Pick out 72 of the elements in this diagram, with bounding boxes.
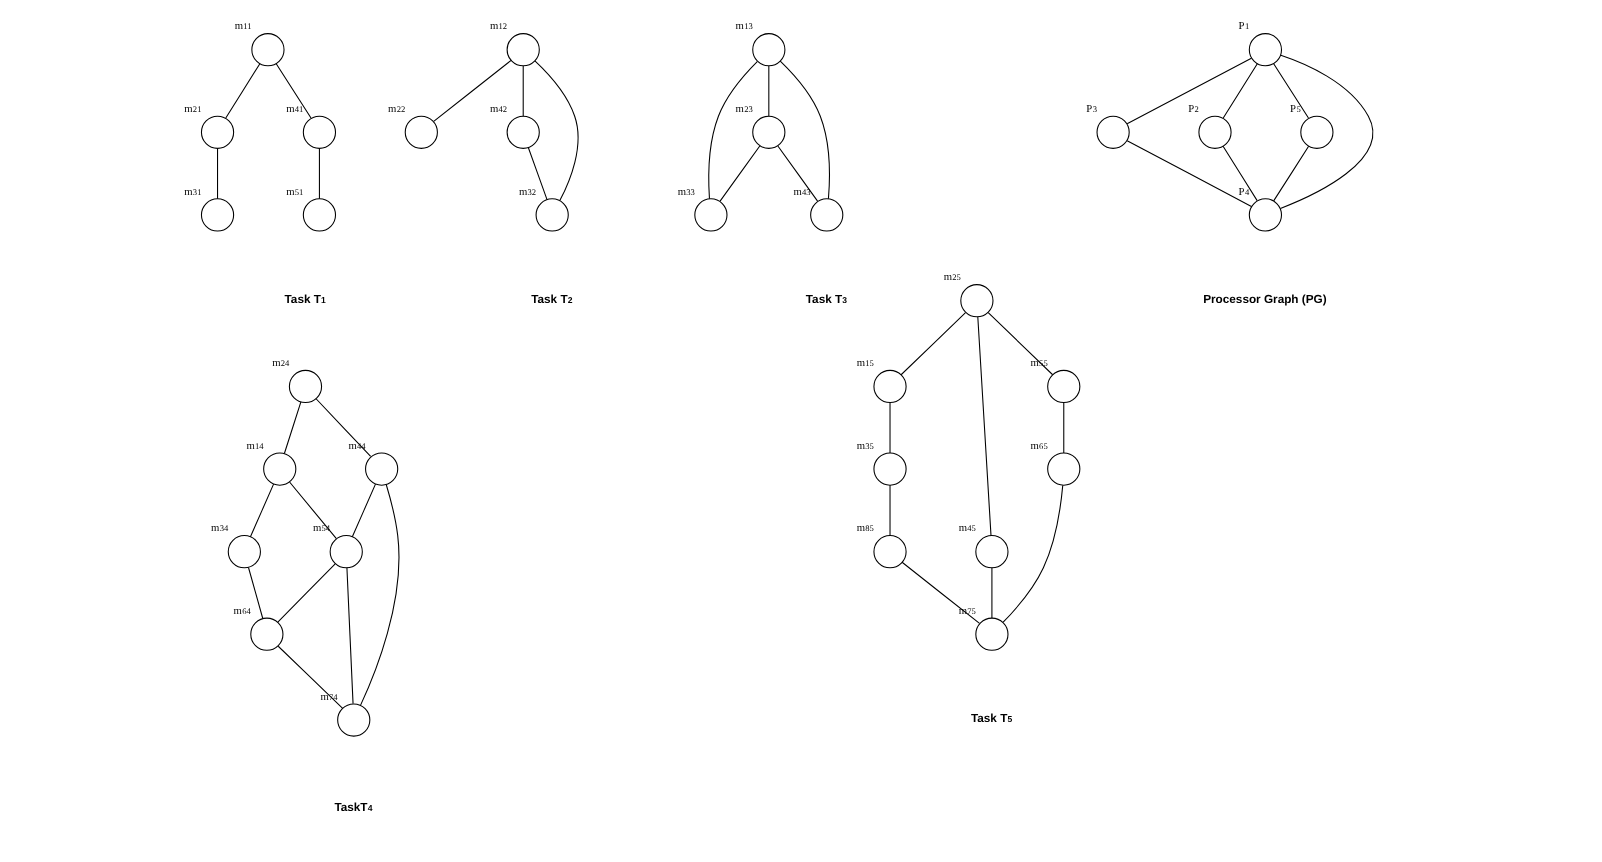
connector [1222, 63, 1258, 119]
node-circle [1300, 115, 1334, 149]
connector [289, 481, 337, 540]
connector [249, 483, 275, 538]
connector [247, 566, 264, 620]
connector [283, 401, 302, 454]
connector [1126, 140, 1252, 207]
connector [346, 567, 354, 705]
connector [987, 312, 1054, 376]
connector [900, 312, 967, 376]
connector [777, 145, 819, 202]
node-circle [975, 535, 1009, 569]
node-circle [200, 115, 235, 149]
node-circle [302, 115, 337, 149]
connector [779, 60, 830, 200]
connector [889, 484, 891, 537]
connector [534, 60, 579, 202]
node-circle [227, 535, 261, 569]
node-circle [873, 535, 907, 569]
node-circle [1248, 33, 1283, 67]
connector [277, 645, 344, 709]
connector [275, 63, 312, 119]
connector [1279, 54, 1374, 209]
node-circle [506, 115, 540, 149]
node-circle [506, 33, 540, 67]
node-circle [960, 284, 994, 318]
node-circle [810, 198, 844, 232]
connector [719, 145, 761, 202]
connector [359, 483, 400, 706]
connector [351, 483, 376, 538]
node-circle [302, 198, 337, 232]
node-circle [1047, 452, 1081, 486]
connector [433, 59, 512, 122]
node-circle [337, 703, 371, 737]
node-circle [694, 198, 728, 232]
node-circle [873, 369, 907, 404]
node-circle [535, 198, 569, 232]
node-circle [975, 617, 1009, 651]
node-circle [873, 452, 907, 486]
node-circle [250, 617, 284, 651]
connector [708, 61, 758, 200]
node-circle [251, 33, 285, 67]
connector [217, 147, 219, 200]
node-circle [752, 33, 786, 67]
connector [1002, 484, 1064, 623]
connector [225, 63, 261, 119]
connector [1273, 145, 1310, 202]
connector [522, 65, 524, 117]
connector [527, 147, 548, 201]
connector [1222, 145, 1258, 202]
node-circle [1198, 115, 1232, 149]
node-circle [1047, 369, 1081, 404]
node-circle [200, 198, 235, 232]
connector [1273, 63, 1309, 119]
connector [1063, 402, 1065, 454]
connector [277, 563, 336, 623]
node-circle [1096, 115, 1130, 149]
connector [889, 402, 891, 454]
connector [991, 567, 993, 619]
connector [1126, 57, 1252, 125]
node-circle [404, 115, 438, 149]
node-circle [329, 535, 363, 569]
connector [768, 65, 770, 117]
node-circle [263, 452, 297, 486]
connector [318, 147, 320, 200]
connector [315, 398, 372, 457]
node-circle [752, 115, 786, 149]
node-circle [1248, 198, 1283, 232]
connector [901, 561, 981, 624]
node-circle [365, 452, 399, 486]
connector [977, 316, 992, 537]
node-circle [288, 369, 323, 404]
